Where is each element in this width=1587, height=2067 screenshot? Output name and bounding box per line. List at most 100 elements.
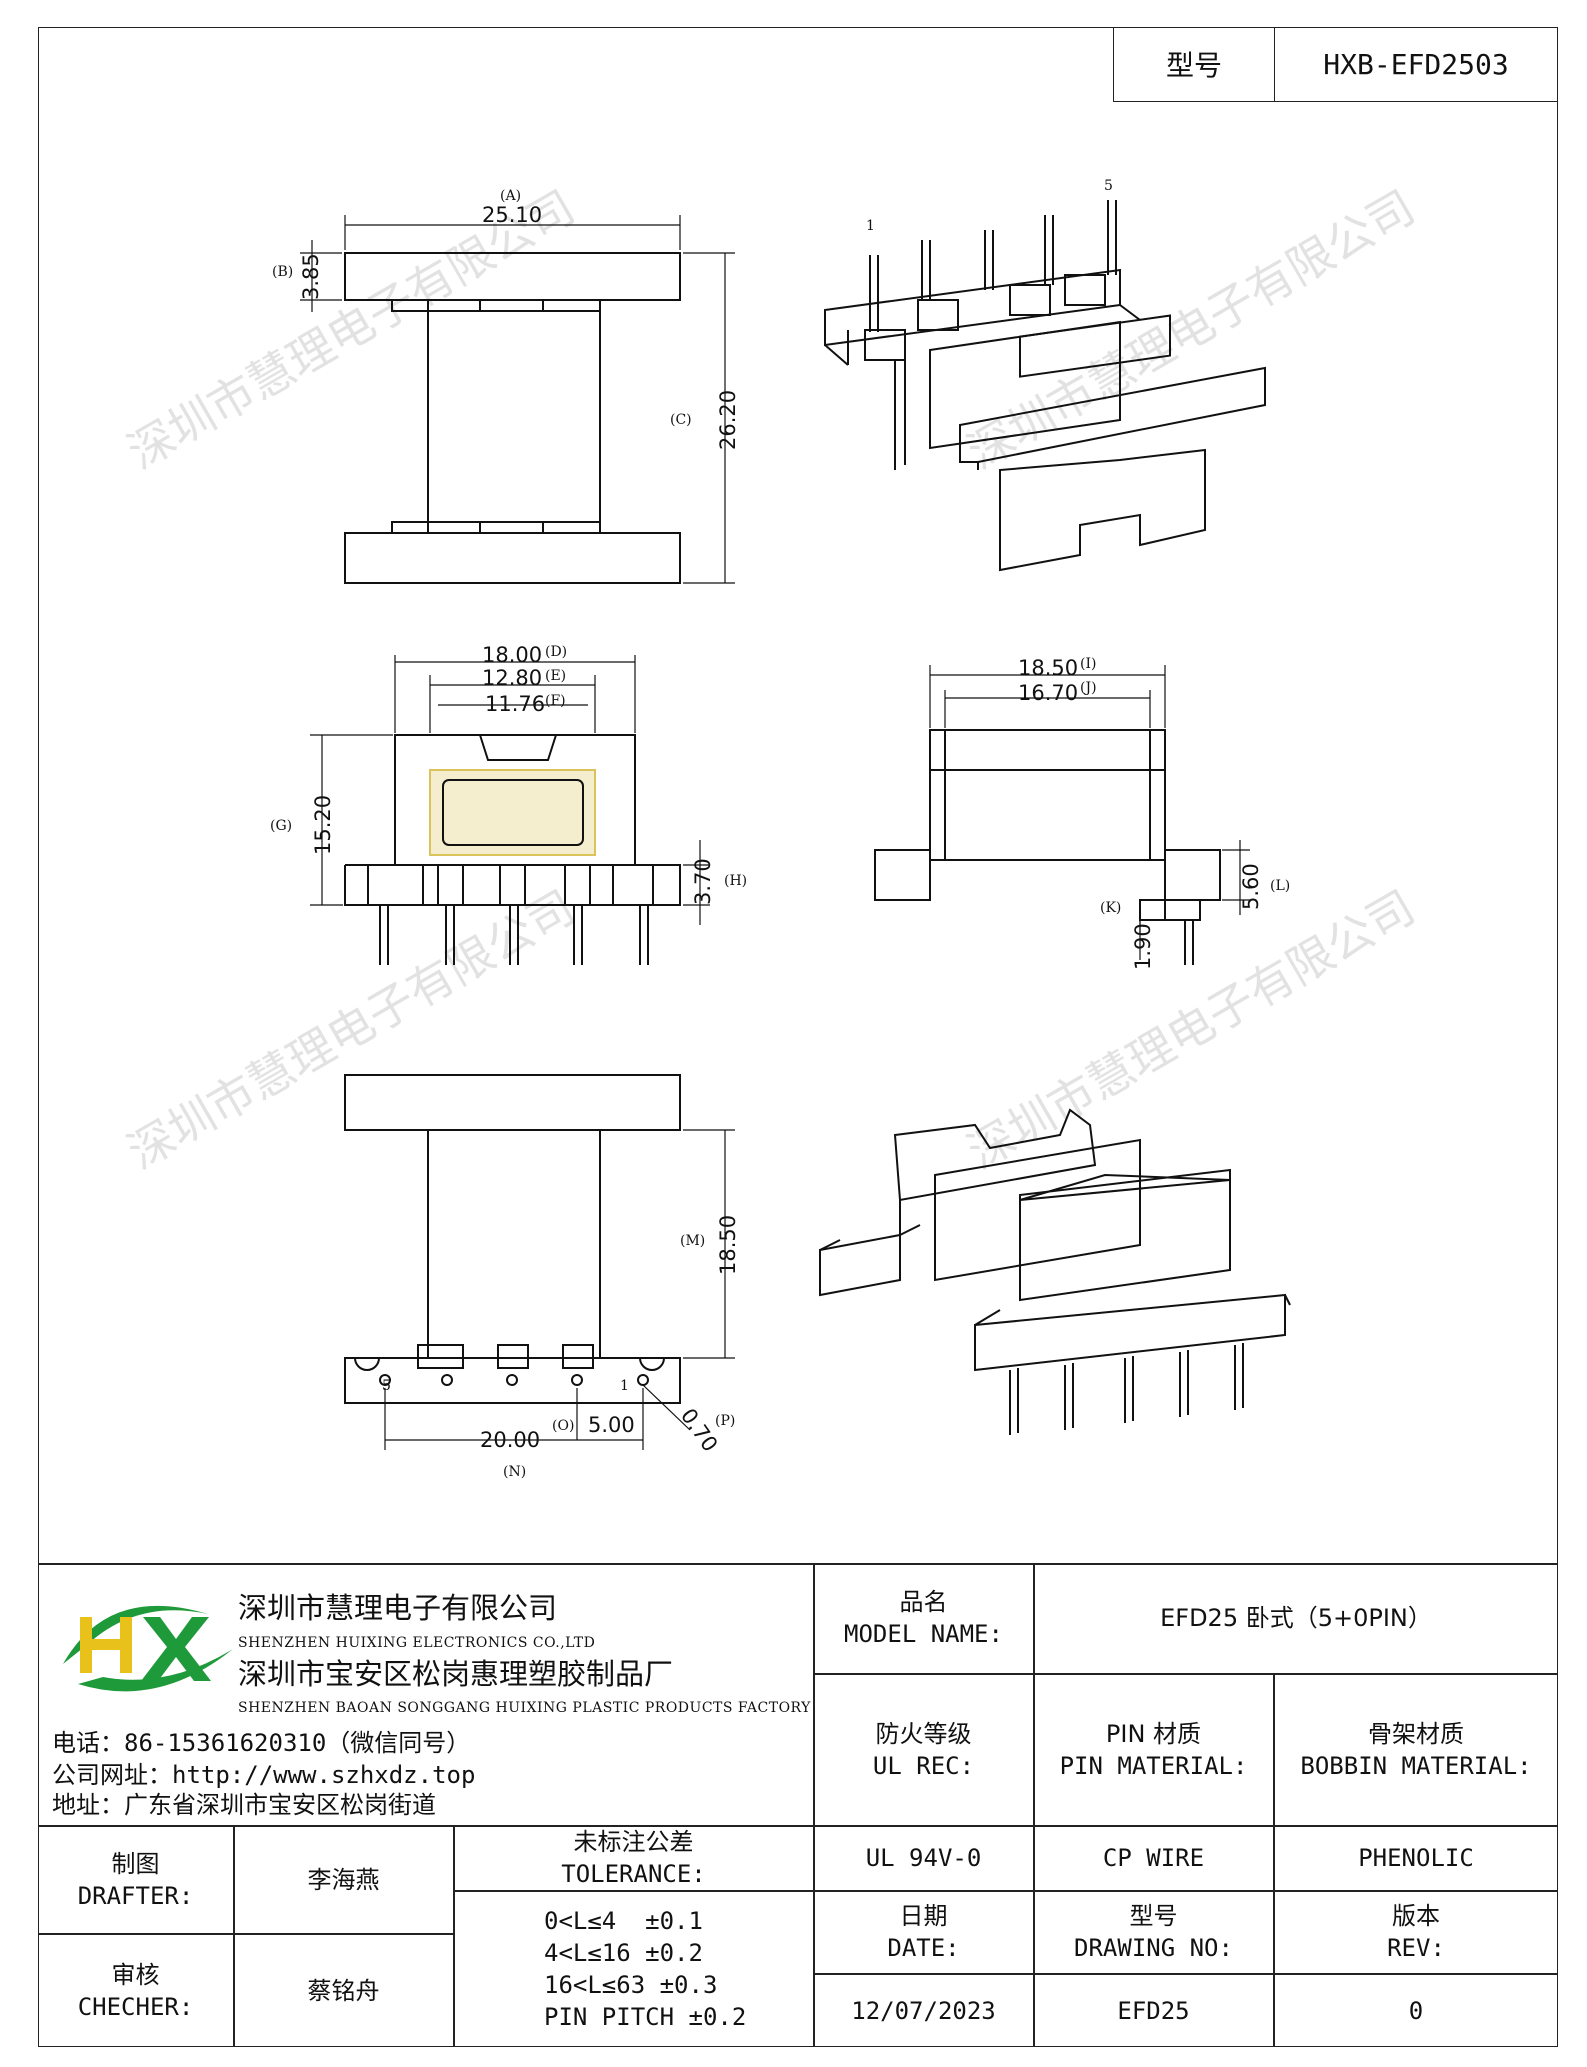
company-name-2: 深圳市宝安区松岗惠理塑胶制品厂 [238, 1657, 674, 1691]
label-d: (D) [545, 644, 567, 660]
model-label: 型号 [1114, 27, 1275, 101]
drafter-name-text: 李海燕 [307, 1865, 380, 1894]
label-n: (N) [503, 1464, 526, 1480]
watermark-2: 深圳市慧理电子有限公司 [959, 180, 1424, 480]
dim-j: 16.70 [1018, 681, 1078, 705]
pin-label-1-top: 1 [866, 218, 875, 234]
company-address: 地址：广东省深圳市宝安区松岗街道 [52, 1791, 436, 1819]
dim-d: 18.00 [482, 643, 542, 667]
pin-label-1-bottom: 1 [620, 1378, 629, 1394]
tolerance-line-4: PIN PITCH ±0.2 [544, 2003, 747, 2031]
company-website: 公司网址：http://www.szhxdz.top [52, 1761, 476, 1789]
checker-name-text: 蔡铭舟 [307, 1976, 380, 2005]
label-g: (G) [270, 818, 292, 834]
pin-label-5-bottom: 5 [382, 1378, 391, 1394]
pin-label-5-top: 5 [1104, 178, 1113, 194]
dim-g: 15.20 [311, 795, 335, 855]
tolerance-label-en: TOLERANCE: [561, 1860, 706, 1888]
bobbin-material-label-cn: 骨架材质 [1368, 1719, 1464, 1748]
model-name-value-text: EFD25 卧式（5+0PIN） [1160, 1604, 1432, 1632]
checker-label-cn: 审核 [111, 1960, 160, 1989]
label-c: (C) [670, 412, 692, 428]
ul-rec-value: UL 94V-0 [865, 1844, 982, 1872]
pin-material-label-en: PIN MATERIAL: [1059, 1751, 1248, 1780]
label-h: (H) [724, 873, 747, 889]
ul-rec-label-cn: 防火等级 [875, 1719, 972, 1748]
dim-b: 3.85 [299, 253, 323, 300]
rev-label-en: REV: [1387, 1934, 1445, 1962]
label-f: (F) [545, 693, 566, 709]
watermarks: 深圳市慧理电子有限公司 深圳市慧理电子有限公司 深圳市慧理电子有限公司 深圳市慧… [119, 180, 1424, 1180]
tolerance-line-3: 16<L≤63 ±0.3 [544, 1971, 718, 1999]
technical-drawing: 深圳市慧理电子有限公司 深圳市慧理电子有限公司 深圳市慧理电子有限公司 深圳市慧… [119, 178, 1424, 1480]
label-b: (B) [272, 264, 293, 280]
watermark-3: 深圳市慧理电子有限公司 [119, 880, 584, 1180]
label-j: (J) [1080, 680, 1097, 696]
dim-k: 1.90 [1131, 923, 1155, 970]
dim-e: 12.80 [482, 666, 542, 690]
label-l: (L) [1270, 878, 1290, 894]
bottom-view [344, 1074, 735, 1450]
front-view [300, 215, 735, 584]
label-i: (I) [1080, 656, 1096, 672]
checker-label-en: CHECHER: [77, 1992, 194, 2021]
model-number-box: 型号 HXB-EFD2503 [1113, 27, 1558, 102]
company-info: 深圳市慧理电子有限公司 SHENZHEN HUIXING ELECTRONICS… [38, 1563, 813, 1826]
drawing-no-value: EFD25 [1117, 1996, 1190, 2025]
company-phone: 电话：86-15361620310（微信同号） [52, 1729, 471, 1757]
dim-f: 11.76 [485, 692, 545, 716]
dim-n: 20.00 [480, 1428, 540, 1452]
pin-material-value: CP WIRE [1102, 1844, 1205, 1872]
model-name-label-cn: 品名 [899, 1588, 948, 1616]
dim-o: 5.00 [588, 1413, 635, 1437]
ul-rec-label-en: UL REC: [872, 1751, 975, 1780]
title-block: 深圳市慧理电子有限公司 SHENZHEN HUIXING ELECTRONICS… [38, 1563, 1558, 2047]
drawing-no-label: 型号 DRAWING NO: [1034, 1891, 1273, 1973]
drafter-name: 李海燕 [234, 1826, 453, 1933]
bobbin-material-value: PHENOLIC [1358, 1844, 1474, 1872]
checker-name: 蔡铭舟 [234, 1934, 453, 2047]
bobbin-material-label: 骨架材质 BOBBIN MATERIAL: [1274, 1674, 1558, 1825]
label-e: (E) [545, 668, 566, 684]
rev-label: 版本 REV: [1274, 1891, 1558, 1973]
drafter-label: 制图 DRAFTER: [38, 1826, 233, 1933]
label-a: (A) [500, 188, 521, 204]
pin-material-label: PIN 材质 PIN MATERIAL: [1034, 1674, 1273, 1825]
dim-i: 18.50 [1018, 656, 1078, 680]
dim-p: 0.70 [676, 1404, 722, 1456]
end-view [310, 655, 710, 965]
drawing-no-label-cn: 型号 [1129, 1902, 1178, 1930]
company-logo [63, 1605, 233, 1692]
date-label: 日期 DATE: [814, 1891, 1033, 1973]
label-m: (M) [680, 1233, 705, 1249]
drawing-frame [38, 27, 1558, 2047]
drafter-label-cn: 制图 [111, 1849, 160, 1878]
watermark-4: 深圳市慧理电子有限公司 [959, 880, 1424, 1180]
dim-m: 18.50 [716, 1215, 740, 1275]
label-k: (K) [1100, 900, 1121, 916]
tolerance-line-2: 4<L≤16 ±0.2 [544, 1939, 703, 1967]
pin-material-label-cn: PIN 材质 [1105, 1719, 1202, 1748]
rev-label-cn: 版本 [1392, 1902, 1440, 1930]
dim-a: 25.10 [482, 203, 542, 227]
drawing-no-label-en: DRAWING NO: [1074, 1934, 1233, 1962]
model-name-label: 品名 MODEL NAME: [814, 1563, 1033, 1673]
company-name-1-en: SHENZHEN HUIXING ELECTRONICS CO.,LTD [238, 1635, 596, 1651]
checker-label: 审核 CHECHER: [38, 1934, 233, 2047]
dim-c: 26.20 [716, 390, 740, 450]
company-name-2-en: SHENZHEN BAOAN SONGGANG HUIXING PLASTIC … [238, 1700, 811, 1716]
dim-l: 5.60 [1239, 863, 1263, 910]
ul-rec-label: 防火等级 UL REC: [814, 1674, 1033, 1825]
company-name-1: 深圳市慧理电子有限公司 [238, 1591, 558, 1625]
model-name-value: EFD25 卧式（5+0PIN） [1034, 1563, 1558, 1673]
isometric-view-bottom [819, 1108, 1291, 1435]
bobbin-material-label-en: BOBBIN MATERIAL: [1300, 1751, 1532, 1780]
tolerance-label-cn: 未标注公差 [573, 1828, 694, 1856]
isometric-view-top [824, 200, 1266, 572]
rev-value: 0 [1408, 1996, 1424, 2025]
tolerance-label: 未标注公差 TOLERANCE: [454, 1826, 813, 1890]
drafter-label-en: DRAFTER: [77, 1881, 194, 1910]
label-p: (P) [715, 1413, 735, 1429]
side-view [874, 665, 1250, 965]
label-o: (O) [552, 1418, 574, 1434]
